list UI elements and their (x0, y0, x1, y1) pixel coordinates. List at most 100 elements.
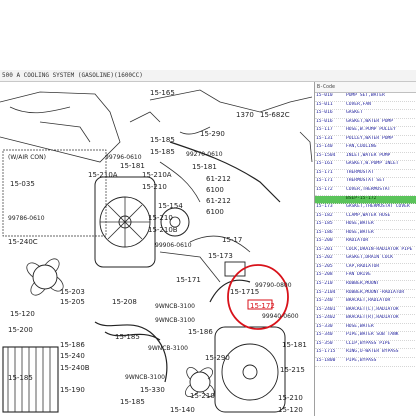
part-label[interactable]: 99906-0610 (155, 242, 192, 249)
part-label[interactable]: 1370 (236, 111, 254, 119)
part-label[interactable]: 15-185 (150, 136, 175, 144)
part-label[interactable]: 15-140 (170, 406, 195, 414)
part-label[interactable]: 15-210 (142, 183, 167, 191)
part-code: 15-171 (316, 178, 333, 184)
part-label[interactable]: 15-181 (282, 341, 307, 349)
part-label[interactable]: 15-185 (150, 148, 175, 156)
part-label[interactable]: 15-290 (205, 354, 230, 362)
part-label[interactable]: 15-035 (10, 180, 35, 188)
part-label[interactable]: 15-1715 (230, 288, 259, 296)
part-description: BRACKET,RADIATOR (346, 298, 391, 304)
part-label[interactable]: 15-240 (60, 352, 85, 360)
part-label[interactable]: 6100 (206, 186, 224, 194)
part-label[interactable]: 15-185 (115, 333, 140, 341)
part-label[interactable]: 9WNCB-3100 (125, 374, 165, 381)
part-label[interactable]: 15-200 (8, 326, 33, 334)
part-label[interactable]: 9WNCB-3100 (148, 345, 188, 352)
part-label[interactable]: 15-17 (222, 236, 242, 244)
part-label[interactable]: 15-210A (142, 171, 172, 179)
part-label[interactable]: 15-120 (10, 310, 35, 318)
exploded-diagram-pane[interactable]: 15-165 1370 15-682C 15-290 15-185 15-185… (0, 82, 314, 416)
part-label[interactable]: 15-185 (8, 374, 33, 382)
part-description: THERMOSTAT (346, 169, 374, 175)
cooling-system-diagram[interactable]: 15-165 1370 15-682C 15-290 15-185 15-185… (0, 82, 314, 416)
part-label[interactable]: 15-240C (8, 238, 38, 246)
part-label[interactable]: 99270-0610 (186, 151, 223, 158)
part-label[interactable]: 15-181 (192, 163, 217, 171)
part-label[interactable]: 6100 (206, 208, 224, 216)
air-con-caption: (W/AIR CON) (8, 154, 46, 161)
part-label[interactable]: 99796-0610 (105, 154, 142, 161)
part-label[interactable]: 15-330 (140, 386, 165, 394)
part-code: 15-172 (316, 187, 333, 193)
part-description: HOSE,WATER (346, 323, 374, 329)
part-label[interactable]: 15-290 (200, 130, 225, 138)
selected-part-label[interactable]: 15-172 (250, 302, 275, 310)
part-label[interactable]: 15-240B (60, 364, 90, 372)
part-label[interactable]: 15-120 (278, 406, 303, 414)
part-label[interactable]: 61-212 (206, 197, 231, 205)
list-item-selected[interactable]: BSEP-15-172 (315, 195, 416, 205)
part-label[interactable]: 15-210A (88, 171, 118, 179)
part-label[interactable]: 15-181 (120, 162, 145, 170)
part-label[interactable]: 15-682C (260, 111, 290, 119)
part-label[interactable]: 9WNCB-3100 (155, 303, 195, 310)
part-label[interactable]: 15-173 (208, 252, 233, 260)
part-label[interactable]: 99790-0800 (255, 282, 292, 289)
part-label[interactable]: 15-185 (120, 398, 145, 406)
part-label[interactable]: 15-205 (60, 298, 85, 306)
part-label[interactable]: 15-165 (150, 89, 175, 97)
part-label[interactable]: 15-210B (148, 226, 178, 234)
part-label[interactable]: 15-203 (60, 288, 85, 296)
part-label[interactable]: 15-186 (60, 341, 85, 349)
part-label[interactable]: 15-186 (188, 328, 213, 336)
part-label[interactable]: 15-171 (176, 276, 201, 284)
selected-part-callout[interactable] (247, 299, 273, 310)
part-label[interactable]: 15-210 (190, 392, 215, 400)
part-code: 15-186 (316, 229, 333, 235)
part-label[interactable]: 15-190 (60, 386, 85, 394)
part-label[interactable]: 15-154 (158, 202, 183, 210)
part-label[interactable]: 15-210 (278, 394, 303, 402)
part-label[interactable]: 15-210 (148, 214, 173, 222)
part-label[interactable]: 9WNCB-3100 (155, 317, 195, 324)
part-label[interactable]: 15-208 (112, 298, 137, 306)
part-label[interactable]: 99940-0600 (262, 313, 299, 320)
part-label[interactable]: 15-215 (280, 366, 305, 374)
part-label[interactable]: 99786-0610 (8, 215, 45, 222)
part-label[interactable]: 61-212 (206, 175, 231, 183)
